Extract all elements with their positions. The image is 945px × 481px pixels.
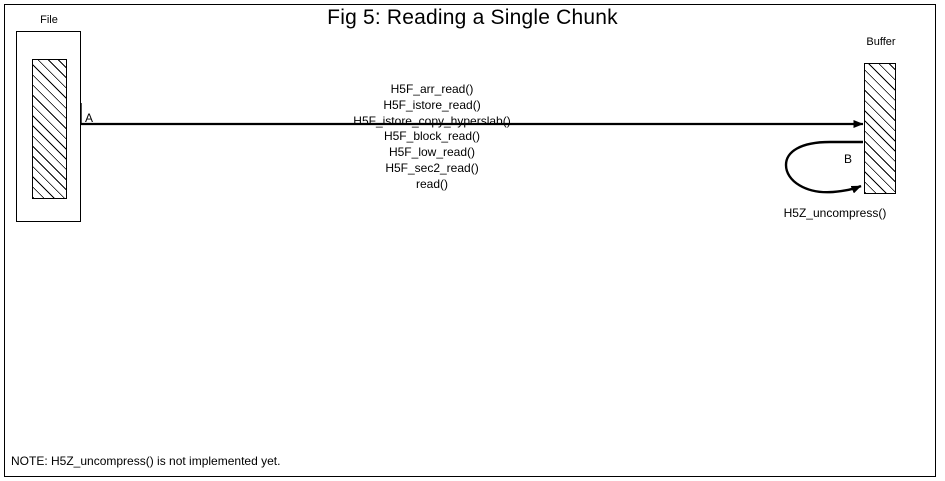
buffer-node-label: Buffer [866,36,896,48]
call-stack-line: read() [415,177,448,191]
buffer-node-hatched [864,63,896,194]
call-stack-below-arrow: H5F_block_read() H5F_low_read() H5F_sec2… [292,128,572,192]
file-node-label: File [40,14,58,26]
call-stack-line: H5F_sec2_read() [385,161,479,175]
call-stack-line: H5F_block_read() [383,129,481,143]
edge-label-b: B [844,152,853,166]
call-stack-line: H5F_istore_read() [383,98,481,112]
edge-label-a: A [85,111,94,125]
call-stack-line: H5F_low_read() [388,145,476,159]
call-stack-line: H5F_istore_copy_hyperslab() [353,114,511,128]
call-stack-above-arrow: H5F_arr_read() H5F_istore_read() H5F_ist… [292,81,572,129]
figure-note: NOTE: H5Z_uncompress() is not implemente… [11,454,281,468]
figure-border [4,4,936,477]
loop-arrow-label: H5Z_uncompress() [783,206,887,220]
call-stack-line: H5F_arr_read() [390,82,474,96]
file-node-chunk-hatched [32,59,67,199]
figure-title: Fig 5: Reading a Single Chunk [327,6,618,29]
